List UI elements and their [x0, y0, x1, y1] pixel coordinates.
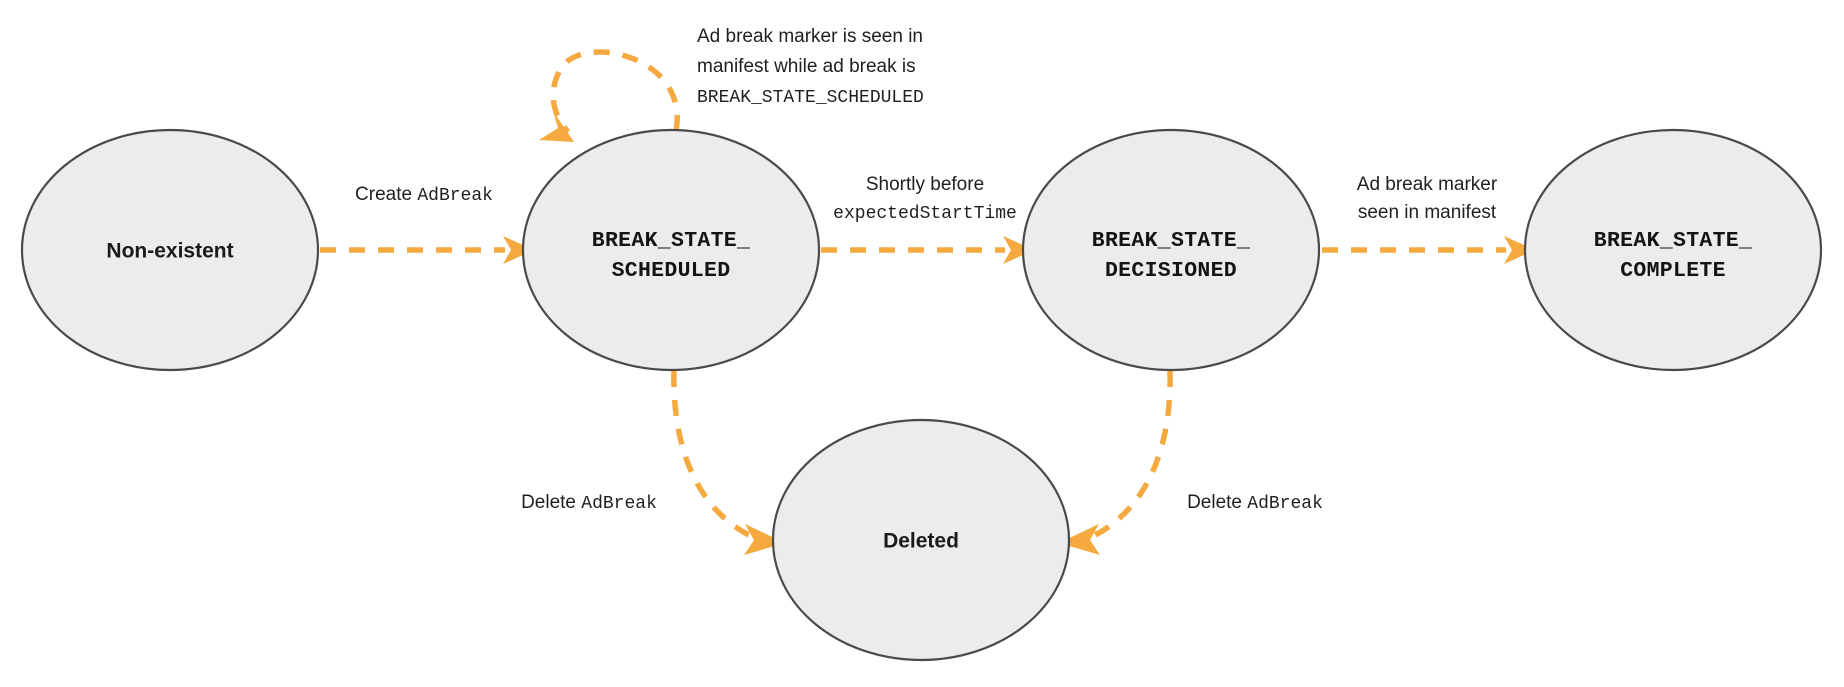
edge-decisioned-to-complete-label-line2: seen in manifest — [1358, 202, 1497, 223]
node-break-state-scheduled-label-line1: BREAK_STATE_ — [592, 229, 750, 253]
edge-decisioned-to-deleted-arrowhead — [1059, 524, 1100, 555]
node-break-state-complete-label-line2: COMPLETE — [1620, 259, 1726, 283]
node-break-state-scheduled-shape[interactable] — [521, 128, 821, 372]
node-deleted-label: Deleted — [883, 530, 959, 553]
node-break-state-scheduled[interactable]: BREAK_STATE_ SCHEDULED — [521, 128, 821, 372]
edge-create-adbreak-label: Create AdBreak — [355, 184, 493, 206]
node-non-existent-label: Non-existent — [106, 240, 233, 263]
edge-decisioned-to-deleted-label: Delete AdBreak — [1187, 492, 1323, 514]
edge-self-loop-label-line2: manifest while ad break is — [697, 56, 916, 77]
edge-decisioned-to-deleted-label-sans: Delete — [1187, 492, 1247, 513]
node-break-state-scheduled-label-line2: SCHEDULED — [612, 259, 731, 283]
edge-self-loop-label-line1: Ad break marker is seen in — [697, 26, 923, 47]
edge-scheduled-to-decisioned-label-line2: expectedStartTime — [833, 204, 1017, 224]
node-break-state-complete[interactable]: BREAK_STATE_ COMPLETE — [1523, 128, 1823, 372]
node-non-existent[interactable]: Non-existent — [20, 128, 320, 372]
node-break-state-decisioned-label-line2: DECISIONED — [1105, 259, 1237, 283]
edge-self-loop-scheduled-arrowhead — [539, 111, 574, 142]
edge-scheduled-to-decisioned: Shortly before expectedStartTime — [821, 174, 1034, 264]
edge-decisioned-to-deleted-path — [1087, 370, 1173, 541]
edge-scheduled-to-deleted-label-sans: Delete — [521, 492, 581, 513]
node-break-state-decisioned[interactable]: BREAK_STATE_ DECISIONED — [1021, 128, 1321, 372]
node-non-existent-shape[interactable] — [20, 128, 320, 372]
edge-decisioned-to-complete-label-line1: Ad break marker — [1357, 174, 1498, 195]
node-deleted[interactable]: Deleted — [771, 418, 1071, 662]
edge-scheduled-to-deleted-label: Delete AdBreak — [521, 492, 657, 514]
node-break-state-decisioned-label-line1: BREAK_STATE_ — [1092, 229, 1250, 253]
edge-scheduled-to-decisioned-label-line1: Shortly before — [866, 174, 984, 195]
node-deleted-shape[interactable] — [771, 418, 1071, 662]
edge-decisioned-to-deleted-label-code: AdBreak — [1247, 494, 1323, 514]
edge-create-adbreak-arrowhead — [503, 236, 534, 264]
edge-scheduled-to-deleted-arrowhead — [744, 524, 785, 555]
node-break-state-decisioned-shape[interactable] — [1021, 128, 1321, 372]
edge-decisioned-to-complete-arrowhead — [1504, 236, 1535, 264]
node-break-state-complete-shape[interactable] — [1523, 128, 1823, 372]
edge-create-adbreak: Create AdBreak — [320, 184, 534, 264]
edge-scheduled-to-deleted-path — [671, 370, 757, 541]
edge-scheduled-to-deleted-label-code: AdBreak — [581, 494, 657, 514]
edge-decisioned-to-deleted: Delete AdBreak — [1059, 370, 1323, 555]
edge-self-loop-label-line3: BREAK_STATE_SCHEDULED — [697, 88, 924, 108]
edge-create-adbreak-label-sans: Create — [355, 184, 417, 205]
edge-scheduled-to-deleted: Delete AdBreak — [521, 370, 785, 555]
edge-self-loop-scheduled: Ad break marker is seen in manifest whil… — [539, 26, 924, 142]
edge-scheduled-to-decisioned-arrowhead — [1003, 236, 1034, 264]
node-break-state-complete-label-line1: BREAK_STATE_ — [1594, 229, 1752, 253]
edge-decisioned-to-complete: Ad break marker seen in manifest — [1322, 174, 1535, 264]
edge-self-loop-scheduled-path — [550, 49, 680, 134]
edge-create-adbreak-label-code: AdBreak — [417, 186, 493, 206]
